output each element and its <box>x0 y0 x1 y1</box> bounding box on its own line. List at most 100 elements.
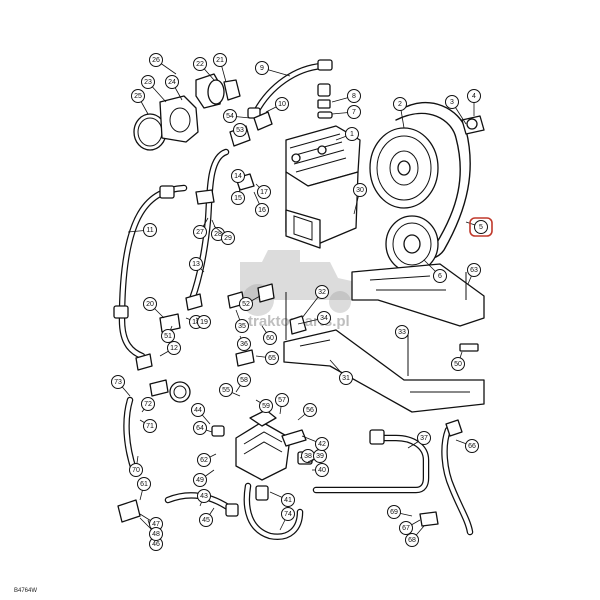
callout-number: 4 <box>472 93 476 100</box>
washer <box>466 118 478 130</box>
valve-fitting <box>211 425 225 437</box>
callout-29: 29 <box>213 225 235 245</box>
callout-number: 14 <box>234 173 242 180</box>
callout-number: 48 <box>152 531 160 538</box>
callout-circle <box>193 57 207 71</box>
callout-circle <box>189 257 203 271</box>
callout-number: 10 <box>278 101 286 108</box>
callout-number: 15 <box>234 195 242 202</box>
callout-59: 59 <box>255 399 273 413</box>
callout-circle <box>223 109 237 123</box>
callout-23: 23 <box>141 75 167 103</box>
callout-51: 51 <box>161 325 175 343</box>
mounting-brackets <box>283 263 485 413</box>
callout-number: 31 <box>342 375 350 382</box>
valve-cap <box>249 409 277 427</box>
callout-circle <box>197 453 211 467</box>
callout-number: 52 <box>242 301 250 308</box>
watermark-wheel-icon <box>329 291 351 313</box>
callout-circle <box>467 263 481 277</box>
callout-number: 70 <box>132 467 140 474</box>
drive-cover-assembly <box>133 73 241 151</box>
callout-circle <box>451 357 465 371</box>
callout-73: 73 <box>111 375 131 397</box>
callout-circle <box>235 319 249 333</box>
callout-circle <box>255 61 269 75</box>
callout-number: 25 <box>134 93 142 100</box>
callout-16: 16 <box>253 191 269 217</box>
callout-62: 62 <box>197 453 217 467</box>
seal-ring <box>207 79 225 105</box>
callout-66: 66 <box>455 439 479 453</box>
callout-38: 38 <box>299 449 315 463</box>
callout-63: 63 <box>467 263 481 285</box>
callout-circle <box>193 225 207 239</box>
callout-circle <box>237 337 251 351</box>
callout-72: 72 <box>141 397 155 413</box>
callout-circle <box>474 220 488 234</box>
adjuster-spring <box>281 429 307 447</box>
callout-number: 2 <box>398 101 402 108</box>
callout-circle <box>417 431 431 445</box>
callout-60: 60 <box>261 325 277 345</box>
callout-circle <box>239 297 253 311</box>
callout-number: 35 <box>238 323 246 330</box>
callout-number: 29 <box>224 235 232 242</box>
callout-71: 71 <box>139 419 157 433</box>
callout-6: 6 <box>423 259 447 283</box>
callout-number: 55 <box>222 387 230 394</box>
callout-number: 17 <box>260 189 268 196</box>
callout-number: 18 <box>192 319 200 326</box>
callout-3: 3 <box>445 95 467 125</box>
upper-bracket <box>351 263 485 327</box>
callout-number: 28 <box>214 231 222 238</box>
hose-fitting <box>317 59 333 71</box>
callout-44: 44 <box>191 403 211 425</box>
callout-7: 7 <box>331 105 361 119</box>
callout-48: 48 <box>139 517 163 541</box>
callout-number: 43 <box>200 493 208 500</box>
union-fitting <box>135 353 153 371</box>
callout-19: 19 <box>195 315 211 329</box>
hose-end <box>225 503 239 517</box>
callout-58: 58 <box>235 373 251 393</box>
union-fitting <box>195 189 215 205</box>
callout-circle <box>257 185 271 199</box>
callout-circle <box>255 203 269 217</box>
callout-number: 26 <box>152 57 160 64</box>
callout-circle <box>347 89 361 103</box>
callout-number: 37 <box>420 435 428 442</box>
callout-number: 41 <box>284 497 292 504</box>
callout-54: 54 <box>223 109 251 123</box>
callout-13: 13 <box>189 257 205 273</box>
callout-circle <box>303 403 317 417</box>
callout-number: 49 <box>196 477 204 484</box>
callout-circle <box>143 419 157 433</box>
callout-number: 71 <box>146 423 154 430</box>
callout-number: 72 <box>144 401 152 408</box>
callout-number: 21 <box>216 57 224 64</box>
callout-14: 14 <box>231 169 245 183</box>
callout-circle <box>231 169 245 183</box>
callout-number: 20 <box>146 301 154 308</box>
callout-circle <box>219 383 233 397</box>
callout-circle <box>141 397 155 411</box>
callout-circle <box>165 75 179 89</box>
callout-49: 49 <box>193 469 215 487</box>
valve-fitting <box>253 111 273 131</box>
callout-42: 42 <box>301 435 329 451</box>
callout-number: 68 <box>408 537 416 544</box>
callout-circle <box>231 191 245 205</box>
callout-number: 16 <box>258 207 266 214</box>
callout-number: 30 <box>356 187 364 194</box>
elbow-fitting <box>117 499 141 523</box>
callout-number: 66 <box>468 443 476 450</box>
callout-number: 69 <box>390 509 398 516</box>
callout-5: 5 <box>465 220 488 234</box>
callout-circle <box>395 325 409 339</box>
callout-number: 13 <box>192 261 200 268</box>
callout-number: 6 <box>438 273 442 280</box>
callout-circle <box>129 463 143 477</box>
callout-74: 74 <box>279 507 295 531</box>
